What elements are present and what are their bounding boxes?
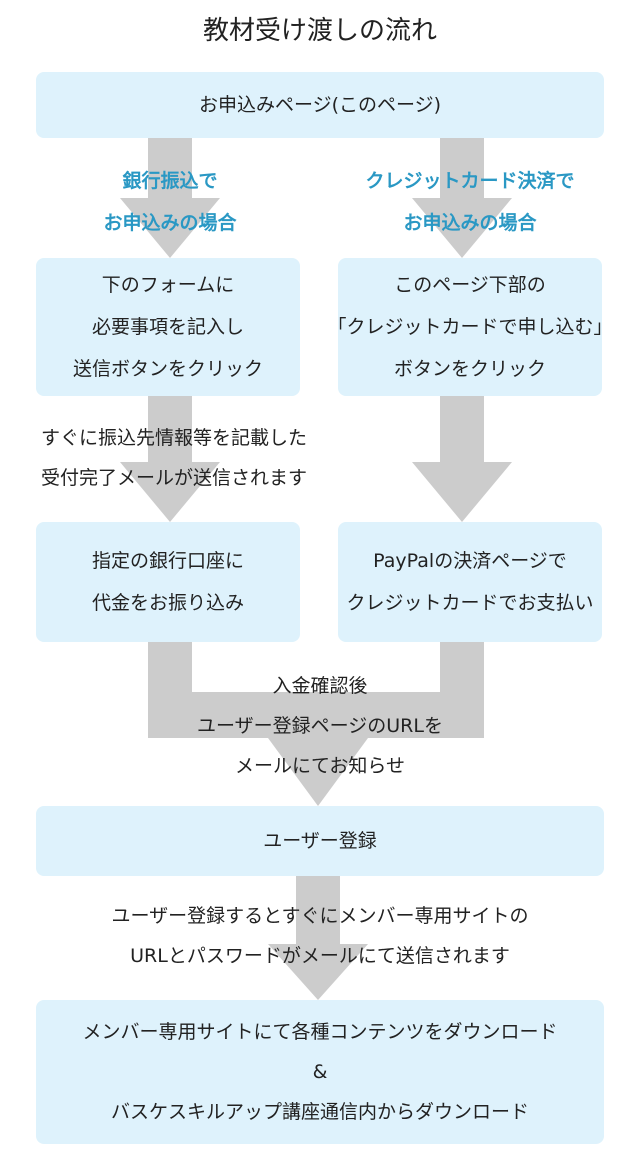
card-step1-line: ボタンをクリック	[393, 358, 546, 380]
arrow-shaft-bank-top	[148, 138, 192, 198]
user-registration-label: ユーザー登録	[263, 830, 377, 852]
arrow-shaft-card-mid	[440, 396, 484, 462]
bank-email-note-line: すぐに振込先情報等を記載した	[40, 427, 307, 449]
bank-heading-line: お申込みの場合	[103, 212, 237, 234]
bank-step2-line: 指定の銀行口座に	[91, 550, 244, 572]
arrow-merge-bar	[148, 692, 484, 738]
card-step1-line: このページ下部の	[394, 274, 546, 296]
arrow-head-final	[268, 944, 368, 1000]
application-page-box: お申込みページ(このページ)	[36, 72, 604, 138]
bank-step1-line: 下のフォームに	[101, 274, 235, 296]
card-step1-line: 「クレジットカードで申し込む」	[327, 316, 613, 338]
card-heading: クレジットカード決済で お申込みの場合	[336, 160, 604, 244]
user-registration-box: ユーザー登録	[36, 806, 604, 876]
arrow-head-card-top	[412, 198, 512, 258]
download-box-line: &	[312, 1061, 328, 1083]
arrow-head-merge	[268, 738, 368, 806]
arrow-head-card-mid	[412, 462, 512, 522]
card-step1-box: このページ下部の 「クレジットカードで申し込む」 ボタンをクリック	[328, 258, 613, 396]
card-step2-line: PayPalの決済ページで	[373, 550, 567, 572]
arrow-head-bank-top	[120, 198, 220, 258]
card-heading-line: クレジットカード決済で	[365, 170, 575, 192]
registration-email-note: ユーザー登録するとすぐにメンバー専用サイトの URLとパスワードがメールにて送信…	[30, 896, 610, 976]
bank-step2-line: 代金をお振り込み	[91, 592, 244, 614]
arrow-shaft-final	[296, 876, 340, 944]
download-box-line: メンバー専用サイトにて各種コンテンツをダウンロード	[82, 1021, 558, 1043]
bank-step2-box: 指定の銀行口座に 代金をお振り込み	[36, 522, 300, 642]
payment-confirmed-note: 入金確認後 ユーザー登録ページのURLを メールにてお知らせ	[120, 666, 520, 786]
bank-heading: 銀行振込で お申込みの場合	[36, 160, 304, 244]
payment-confirmed-note-line: ユーザー登録ページのURLを	[197, 715, 443, 737]
download-box-line: バスケスキルアップ講座通信内からダウンロード	[110, 1101, 529, 1123]
bank-email-note-line: 受付完了メールが送信されます	[40, 467, 307, 489]
download-box: メンバー専用サイトにて各種コンテンツをダウンロード & バスケスキルアップ講座通…	[36, 1000, 604, 1144]
card-step2-line: クレジットカードでお支払い	[346, 592, 594, 614]
arrow-head-bank-mid	[120, 462, 220, 522]
arrow-shaft-card-top	[440, 138, 484, 198]
payment-confirmed-note-line: 入金確認後	[272, 675, 368, 697]
bank-step1-line: 必要事項を記入し	[91, 316, 244, 338]
arrow-shaft-bank-mid	[148, 396, 192, 462]
bank-step1-line: 送信ボタンをクリック	[72, 358, 263, 380]
bank-step1-box: 下のフォームに 必要事項を記入し 送信ボタンをクリック	[36, 258, 300, 396]
application-page-label: お申込みページ(このページ)	[198, 94, 442, 116]
diagram-title: 教材受け渡しの流れ	[202, 16, 437, 46]
card-step2-box: PayPalの決済ページで クレジットカードでお支払い	[338, 522, 602, 642]
registration-email-note-line: URLとパスワードがメールにて送信されます	[130, 945, 510, 967]
registration-email-note-line: ユーザー登録するとすぐにメンバー専用サイトの	[111, 905, 529, 927]
card-heading-line: お申込みの場合	[403, 212, 537, 234]
bank-email-note: すぐに振込先情報等を記載した 受付完了メールが送信されます	[4, 418, 344, 498]
payment-confirmed-note-line: メールにてお知らせ	[234, 755, 406, 777]
bank-heading-line: 銀行振込で	[122, 170, 218, 192]
